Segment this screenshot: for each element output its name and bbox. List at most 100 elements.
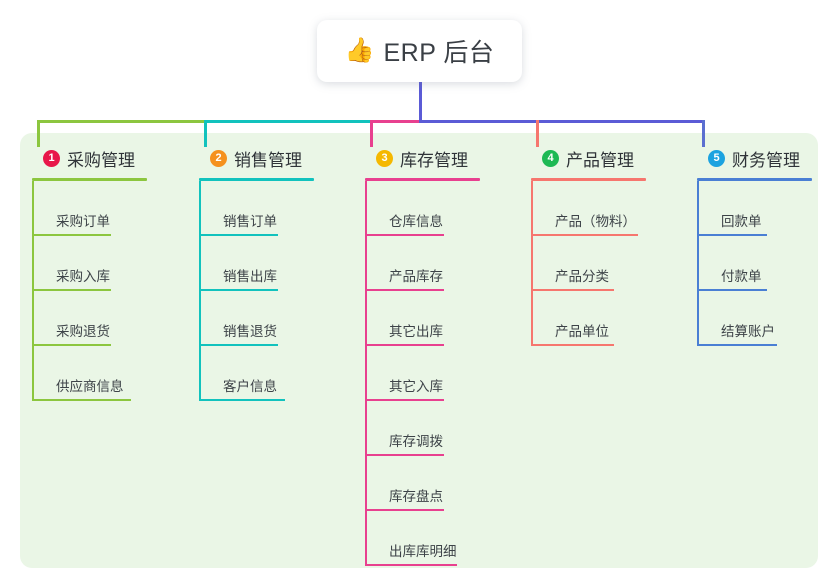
leaf-node[interactable]: 产品库存 bbox=[365, 236, 480, 291]
column-underline-1 bbox=[32, 178, 147, 181]
leaf-node-label: 销售退货 bbox=[223, 324, 277, 339]
column-4: 4 产品管理产品（物料） 产品分类产品单位 bbox=[531, 145, 646, 346]
leaf-node[interactable]: 客户信息 bbox=[199, 346, 314, 401]
column-items-1: 采购订单采购入库采购退货供应商信息 bbox=[32, 181, 147, 401]
column-spine-1 bbox=[32, 181, 34, 401]
column-title-3: 库存管理 bbox=[400, 150, 468, 170]
leaf-node-underline bbox=[365, 399, 444, 401]
leaf-node[interactable]: 其它出库 bbox=[365, 291, 480, 346]
column-title-2: 销售管理 bbox=[234, 150, 302, 170]
column-badge-5: 5 bbox=[708, 149, 725, 167]
column-header-4[interactable]: 4 产品管理 bbox=[531, 145, 646, 171]
leaf-node[interactable]: 出库库明细 bbox=[365, 511, 480, 566]
leaf-node-label: 供应商信息 bbox=[56, 379, 124, 394]
column-underline-4 bbox=[531, 178, 646, 181]
leaf-node[interactable]: 销售订单 bbox=[199, 181, 314, 236]
column-3: 3 库存管理仓库信息产品库存其它出库其它入库库存调拨库存盘点出库库明细 bbox=[365, 145, 480, 566]
thumbs-up-icon: 👍 bbox=[344, 37, 375, 64]
connector-stub-1 bbox=[37, 120, 40, 147]
diagram-panel bbox=[20, 133, 818, 568]
leaf-node[interactable]: 回款单 bbox=[697, 181, 812, 236]
leaf-node-label: 其它出库 bbox=[389, 324, 443, 339]
column-badge-1: 1 bbox=[43, 149, 60, 167]
column-items-5: 回款单付款单结算账户 bbox=[697, 181, 812, 346]
page-title: ERP 后台 bbox=[383, 39, 495, 67]
leaf-node[interactable]: 库存调拨 bbox=[365, 401, 480, 456]
leaf-node-underline bbox=[199, 399, 285, 401]
column-underline-3 bbox=[365, 178, 480, 181]
leaf-node-underline bbox=[697, 344, 777, 346]
column-badge-3: 3 bbox=[376, 149, 393, 167]
leaf-node-underline bbox=[365, 234, 444, 236]
column-badge-4: 4 bbox=[542, 149, 559, 167]
column-header-2[interactable]: 2 销售管理 bbox=[199, 145, 314, 171]
leaf-node[interactable]: 仓库信息 bbox=[365, 181, 480, 236]
column-badge-2: 2 bbox=[210, 149, 227, 167]
connector-root-stem bbox=[419, 82, 422, 123]
connector-bar-2 bbox=[204, 120, 373, 123]
leaf-node-underline bbox=[199, 289, 278, 291]
leaf-node[interactable]: 付款单 bbox=[697, 236, 812, 291]
column-header-5[interactable]: 5 财务管理 bbox=[697, 145, 812, 171]
leaf-node-underline bbox=[365, 509, 444, 511]
leaf-node[interactable]: 结算账户 bbox=[697, 291, 812, 346]
column-1: 1 采购管理采购订单采购入库采购退货供应商信息 bbox=[32, 145, 147, 401]
leaf-node[interactable]: 产品（物料） bbox=[531, 181, 646, 236]
leaf-node-label: 回款单 bbox=[721, 214, 762, 229]
leaf-node-underline bbox=[32, 344, 111, 346]
leaf-node[interactable]: 销售出库 bbox=[199, 236, 314, 291]
root-node-content: 👍 ERP 后台 bbox=[345, 33, 495, 69]
column-5: 5 财务管理回款单付款单结算账户 bbox=[697, 145, 812, 346]
column-header-3[interactable]: 3 库存管理 bbox=[365, 145, 480, 171]
leaf-node-underline bbox=[697, 234, 767, 236]
column-header-1[interactable]: 1 采购管理 bbox=[32, 145, 147, 171]
connector-bar-1 bbox=[37, 120, 207, 123]
column-title-1: 采购管理 bbox=[67, 150, 135, 170]
leaf-node-label: 采购退货 bbox=[56, 324, 110, 339]
leaf-node-label: 产品分类 bbox=[555, 269, 609, 284]
leaf-node[interactable]: 供应商信息 bbox=[32, 346, 147, 401]
connector-stub-5 bbox=[702, 120, 705, 147]
leaf-node[interactable]: 库存盘点 bbox=[365, 456, 480, 511]
leaf-node[interactable]: 其它入库 bbox=[365, 346, 480, 401]
leaf-node-underline bbox=[32, 234, 111, 236]
connector-bar-root-right bbox=[419, 120, 536, 123]
leaf-node-underline bbox=[531, 234, 638, 236]
leaf-node-label: 仓库信息 bbox=[389, 214, 443, 229]
leaf-node-label: 付款单 bbox=[721, 269, 762, 284]
leaf-node-underline bbox=[199, 234, 278, 236]
leaf-node[interactable]: 采购订单 bbox=[32, 181, 147, 236]
connector-bar-4 bbox=[536, 120, 705, 123]
leaf-node-underline bbox=[365, 564, 457, 566]
leaf-node[interactable]: 销售退货 bbox=[199, 291, 314, 346]
column-items-4: 产品（物料） 产品分类产品单位 bbox=[531, 181, 646, 346]
leaf-node[interactable]: 采购退货 bbox=[32, 291, 147, 346]
column-title-5: 财务管理 bbox=[732, 150, 800, 170]
leaf-node-underline bbox=[531, 344, 614, 346]
root-node[interactable]: 👍 ERP 后台 bbox=[317, 20, 522, 82]
leaf-node-underline bbox=[32, 399, 131, 401]
leaf-node-underline bbox=[531, 289, 614, 291]
leaf-node-label: 产品（物料） bbox=[555, 214, 636, 229]
leaf-node-label: 采购订单 bbox=[56, 214, 110, 229]
column-underline-2 bbox=[199, 178, 314, 181]
leaf-node-label: 结算账户 bbox=[721, 324, 775, 339]
column-2: 2 销售管理销售订单销售出库销售退货客户信息 bbox=[199, 145, 314, 401]
leaf-node[interactable]: 采购入库 bbox=[32, 236, 147, 291]
leaf-node[interactable]: 产品分类 bbox=[531, 236, 646, 291]
connector-stub-4 bbox=[536, 120, 539, 147]
column-spine-3 bbox=[365, 181, 367, 566]
leaf-node-underline bbox=[365, 344, 444, 346]
leaf-node-underline bbox=[32, 289, 111, 291]
column-items-2: 销售订单销售出库销售退货客户信息 bbox=[199, 181, 314, 401]
leaf-node-underline bbox=[365, 289, 444, 291]
leaf-node[interactable]: 产品单位 bbox=[531, 291, 646, 346]
leaf-node-label: 产品库存 bbox=[389, 269, 443, 284]
leaf-node-label: 库存盘点 bbox=[389, 489, 443, 504]
connector-stub-3 bbox=[370, 120, 373, 147]
connector-stub-2 bbox=[204, 120, 207, 147]
leaf-node-label: 出库库明细 bbox=[389, 544, 457, 559]
leaf-node-label: 产品单位 bbox=[555, 324, 609, 339]
column-title-4: 产品管理 bbox=[566, 150, 634, 170]
